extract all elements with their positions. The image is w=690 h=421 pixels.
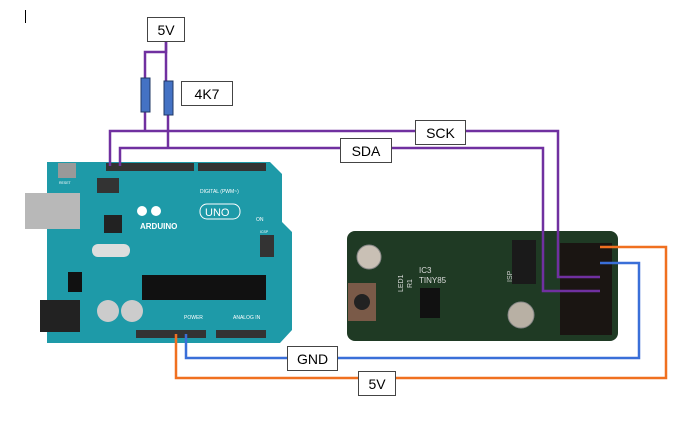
arduino-uno-board: ARDUINO UNO DIGITAL (PWM~) POWER ANALOG … [25,162,292,343]
text-cursor [25,10,26,23]
label-resistor-value: 4K7 [181,81,233,106]
usb-connector [25,193,80,229]
i2c-wires [108,42,600,293]
power-header [136,330,206,338]
ic-label: IC3 [419,266,432,275]
sda-wire [118,146,600,293]
isp-label: ISP [507,270,514,282]
digital-header-left [106,163,194,171]
analog-label: ANALOG IN [233,315,261,321]
isp-header [512,240,536,284]
power-jack [40,300,80,332]
r1-label: R1 [407,279,414,288]
crystal [92,244,130,257]
reset-button [58,163,76,178]
sck-wire [108,129,600,279]
digital-label: DIGITAL (PWM~) [200,189,239,195]
icsp-header [260,235,274,257]
reset-label: RESET [59,181,72,185]
arduino-logo-icon [137,206,147,216]
label-gnd: GND [287,346,338,371]
label-5v-top: 5V [147,17,185,42]
power-label: POWER [184,315,203,321]
attiny85-chip [420,288,440,318]
label-5v-bottom: 5V [358,371,396,396]
pullup-wire-sck [143,42,168,78]
led-label: LED1 [398,274,405,292]
icsp-label: ICSP [260,230,269,234]
usb-chip [104,215,122,233]
capacitor [121,300,143,322]
arduino-logo-text: ARDUINO [140,222,177,231]
icsp-header-usb [97,178,119,193]
on-label: ON [256,217,264,223]
pullup-resistor-sda [163,80,174,116]
chip-label: TINY85 [419,276,447,285]
label-sck: SCK [415,120,466,145]
gnd-wire [184,261,641,360]
pin-headers [560,243,612,335]
5v-wire [174,245,668,380]
digital-header-right [198,163,266,171]
uno-text: UNO [205,207,230,219]
capacitor [97,300,119,322]
attiny-module-board: IC3 TINY85 LED1 R1 ISP [347,231,618,341]
pullup-resistor-sck [140,77,151,113]
label-sda: SDA [340,138,392,163]
analog-header [216,330,266,338]
atmega-chip [142,275,266,300]
